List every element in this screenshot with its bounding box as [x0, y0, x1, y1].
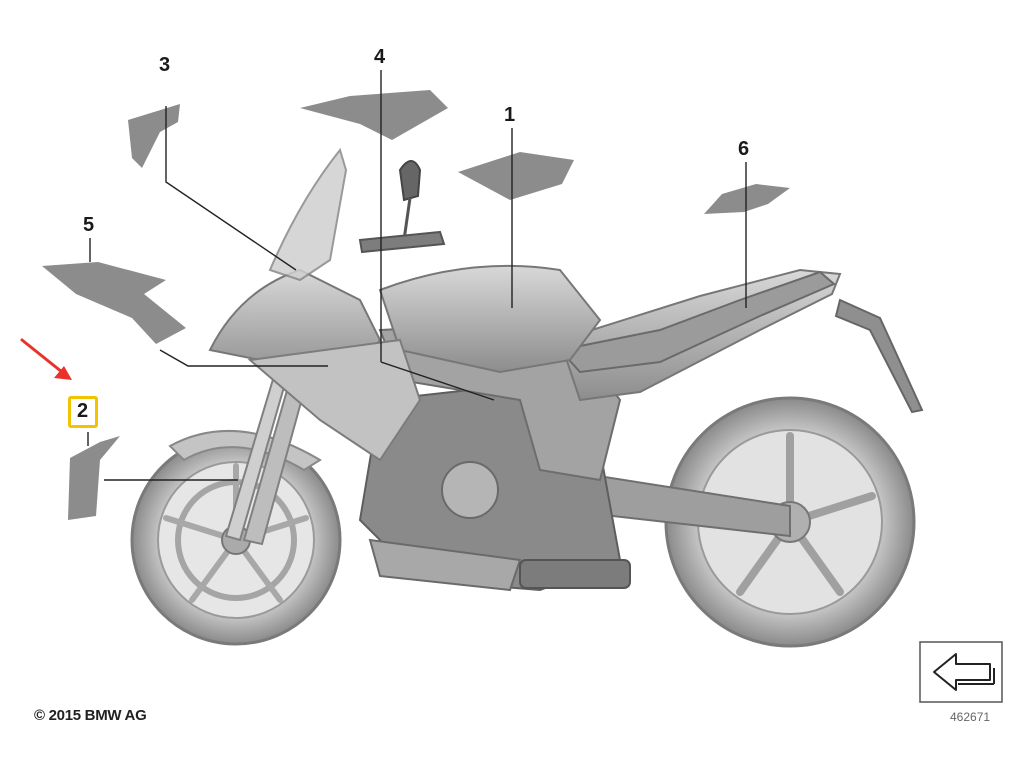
leader-line-4b: [380, 361, 495, 401]
highlight-box: [68, 396, 98, 428]
decal-2: [68, 436, 120, 520]
decal-1: [458, 152, 574, 200]
callout-label-6: 6: [738, 138, 750, 160]
decal-5: [42, 262, 186, 344]
decal-6: [704, 184, 790, 214]
copyright-text: © 2015 BMW AG: [34, 707, 147, 724]
leader-line-3: [165, 106, 297, 271]
callout-label-5: 5: [83, 214, 95, 236]
motorcycle-illustration: [130, 147, 924, 648]
back-arrow-icon[interactable]: [919, 641, 1003, 703]
decal-3: [128, 104, 180, 168]
leader-line-5b: [159, 349, 328, 367]
callout-label-2: 2: [77, 400, 89, 422]
decal-4: [300, 90, 448, 140]
callout-label-3: 3: [159, 54, 171, 76]
decal-shapes: [42, 90, 790, 520]
pointer-arrow-icon: [20, 338, 72, 380]
leader-lines: [87, 70, 747, 481]
callout-label-4: 4: [374, 46, 386, 68]
figure-number: 462671: [950, 710, 991, 724]
callout-label-1: 1: [504, 104, 516, 126]
